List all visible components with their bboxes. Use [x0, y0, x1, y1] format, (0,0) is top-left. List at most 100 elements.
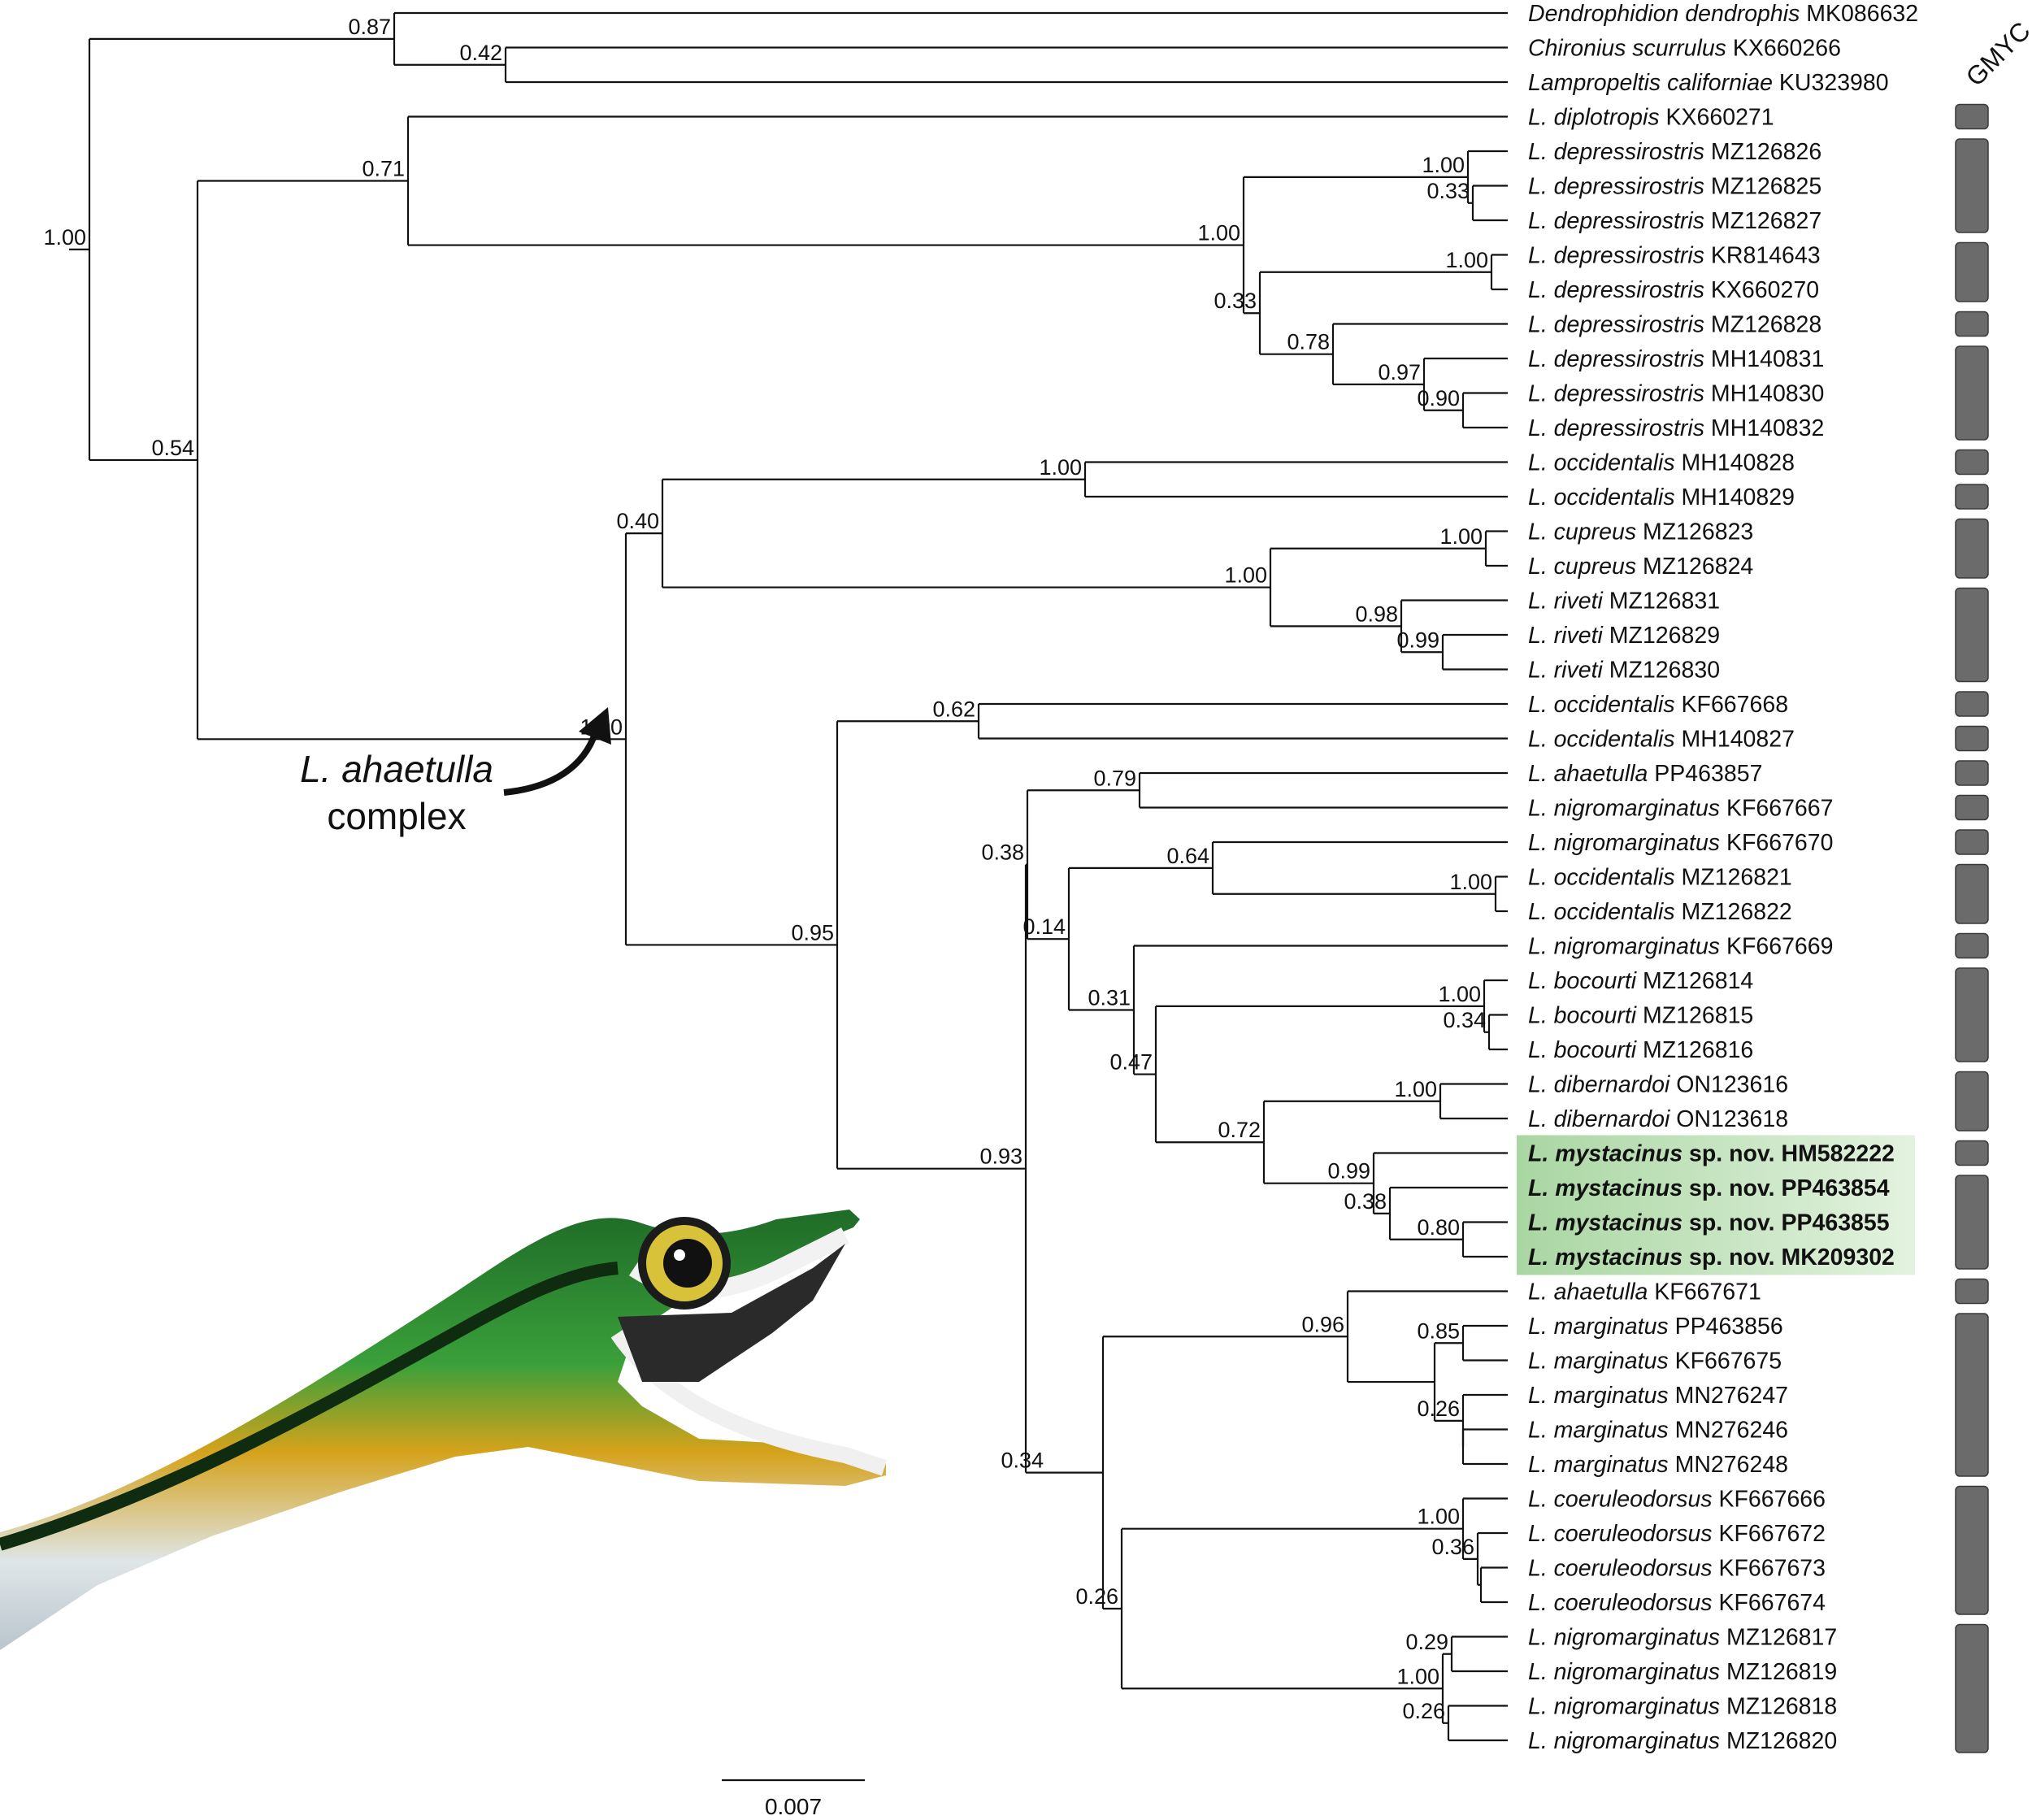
- tip-label: L. ahaetulla PP463857: [1528, 761, 1762, 787]
- gmyc-cluster-bar: [1955, 829, 1989, 855]
- tip-label: L. mystacinus sp. nov. PP463854: [1528, 1175, 1890, 1201]
- tip-accession: MZ126823: [1636, 519, 1753, 545]
- tip-taxon: L. dibernardoi: [1528, 1106, 1670, 1132]
- support-value: 0.62: [932, 697, 975, 721]
- tip-label: L. occidentalis MZ126821: [1528, 865, 1792, 891]
- gmyc-cluster-bar: [1955, 311, 1989, 337]
- tip-accession: sp. nov. MK209302: [1682, 1244, 1895, 1271]
- tip-taxon: L. dibernardoi: [1528, 1072, 1670, 1098]
- tip-accession: sp. nov. HM582222: [1682, 1141, 1895, 1167]
- tip-taxon: L. depressirostris: [1528, 381, 1704, 407]
- tip-taxon: L. riveti: [1528, 623, 1604, 649]
- support-value: 0.26: [1417, 1396, 1460, 1421]
- complex-label-line2: complex: [327, 795, 466, 837]
- tip-accession: MZ126821: [1675, 865, 1792, 891]
- tip-label: L. nigromarginatus MZ126820: [1528, 1728, 1837, 1754]
- snake-head-illustration: [0, 1210, 888, 1650]
- gmyc-cluster-bar: [1955, 241, 1989, 302]
- tip-label: L. nigromarginatus MZ126818: [1528, 1694, 1837, 1720]
- tip-taxon: L. coeruleodorsus: [1528, 1590, 1713, 1616]
- tip-label: L. riveti MZ126829: [1528, 623, 1720, 649]
- tip-accession: MH140828: [1675, 450, 1795, 476]
- tip-accession: MH140830: [1704, 381, 1824, 407]
- tip-label: Dendrophidion dendrophis MK086632: [1528, 1, 1918, 27]
- tip-label: L. marginatus KF667675: [1528, 1349, 1782, 1375]
- tip-label: L. coeruleodorsus KF667672: [1528, 1521, 1826, 1547]
- tip-taxon: L. depressirostris: [1528, 277, 1704, 303]
- support-value: 0.78: [1287, 330, 1330, 354]
- gmyc-column: GMYC: [1955, 16, 2032, 1753]
- tip-accession: MZ126814: [1636, 968, 1753, 994]
- tip-accession: MZ126819: [1720, 1659, 1837, 1685]
- tip-taxon: L. marginatus: [1528, 1349, 1669, 1375]
- tip-taxon: L. bocourti: [1528, 1037, 1637, 1063]
- tip-label: L. coeruleodorsus KF667666: [1528, 1487, 1826, 1513]
- tip-label: L. depressirostris MH140830: [1528, 381, 1824, 407]
- gmyc-cluster-bar: [1955, 1623, 1989, 1753]
- tip-taxon: L. coeruleodorsus: [1528, 1487, 1713, 1513]
- support-value: 0.90: [1417, 386, 1460, 410]
- support-value: 0.87: [348, 15, 391, 39]
- gmyc-cluster-bar: [1955, 691, 1989, 717]
- support-value: 0.36: [1431, 1535, 1474, 1559]
- support-value: 0.97: [1378, 360, 1421, 384]
- tip-label: L. depressirostris MZ126826: [1528, 139, 1821, 165]
- gmyc-cluster-bar: [1955, 760, 1989, 786]
- tip-labels: Dendrophidion dendrophis MK086632Chironi…: [1528, 1, 1918, 1754]
- tip-accession: KF667675: [1669, 1349, 1782, 1375]
- gmyc-cluster-bar: [1955, 794, 1989, 821]
- tip-accession: KU323980: [1773, 70, 1889, 96]
- tip-accession: MZ126824: [1636, 554, 1753, 580]
- highlight-band: [1517, 1135, 1915, 1275]
- tip-accession: sp. nov. PP463854: [1682, 1175, 1890, 1201]
- tip-taxon: Chironius scurrulus: [1528, 36, 1726, 62]
- tip-accession: MZ126827: [1704, 208, 1821, 234]
- support-value: 0.99: [1396, 628, 1439, 652]
- gmyc-cluster-bar: [1955, 138, 1989, 233]
- gmyc-cluster-bar: [1955, 725, 1989, 752]
- tip-label: L. depressirostris MH140831: [1528, 346, 1824, 372]
- tip-label: L. occidentalis MH140828: [1528, 450, 1795, 476]
- tip-taxon: L. mystacinus: [1528, 1244, 1682, 1271]
- support-value: 0.38: [1344, 1189, 1387, 1214]
- tip-label: L. bocourti MZ126815: [1528, 1003, 1753, 1029]
- gmyc-header: GMYC: [1960, 16, 2032, 92]
- tip-taxon: L. occidentalis: [1528, 484, 1675, 510]
- tip-taxon: L. marginatus: [1528, 1452, 1669, 1478]
- support-values: 0.420.870.331.001.000.900.970.780.331.00…: [43, 15, 1492, 1723]
- tip-label: L. marginatus MN276247: [1528, 1383, 1788, 1409]
- tip-accession: MH140827: [1675, 727, 1795, 753]
- tip-taxon: L. depressirostris: [1528, 174, 1704, 200]
- support-value: 0.26: [1402, 1699, 1445, 1723]
- tip-accession: ON123616: [1669, 1072, 1788, 1098]
- tip-taxon: L. occidentalis: [1528, 899, 1675, 925]
- support-value: 0.34: [1443, 1008, 1486, 1032]
- tip-label: L. occidentalis MH140827: [1528, 727, 1795, 753]
- tip-label: L. dibernardoi ON123616: [1528, 1072, 1788, 1098]
- support-value: 1.00: [1224, 563, 1267, 588]
- tip-accession: MZ126817: [1720, 1625, 1837, 1651]
- tip-accession: KF667673: [1713, 1556, 1826, 1582]
- support-value: 1.00: [1197, 221, 1240, 245]
- tip-taxon: L. mystacinus: [1528, 1141, 1682, 1167]
- tip-taxon: L. nigromarginatus: [1528, 1694, 1720, 1720]
- tip-accession: MN276248: [1669, 1452, 1788, 1478]
- tip-accession: MZ126820: [1720, 1728, 1837, 1754]
- tip-label: L. ahaetulla KF667671: [1528, 1279, 1761, 1305]
- tip-accession: KF667667: [1720, 796, 1833, 822]
- tip-taxon: L. occidentalis: [1528, 692, 1675, 718]
- gmyc-cluster-bar: [1955, 484, 1989, 510]
- tip-label: L. depressirostris MZ126828: [1528, 312, 1821, 338]
- gmyc-cluster-bar: [1955, 518, 1989, 579]
- tip-accession: MH140831: [1704, 346, 1824, 372]
- tip-accession: KX660266: [1726, 36, 1841, 62]
- tip-taxon: L. depressirostris: [1528, 312, 1704, 338]
- support-value: 0.33: [1426, 179, 1470, 203]
- tip-taxon: Lampropeltis californiae: [1528, 70, 1773, 96]
- support-value: 1.00: [1417, 1505, 1460, 1529]
- ahaetulla-complex-annotation: L. ahaetulla complex: [300, 707, 611, 837]
- support-value: 0.85: [1417, 1318, 1460, 1343]
- support-value: 1.00: [1039, 455, 1082, 480]
- support-value: 0.40: [616, 509, 659, 533]
